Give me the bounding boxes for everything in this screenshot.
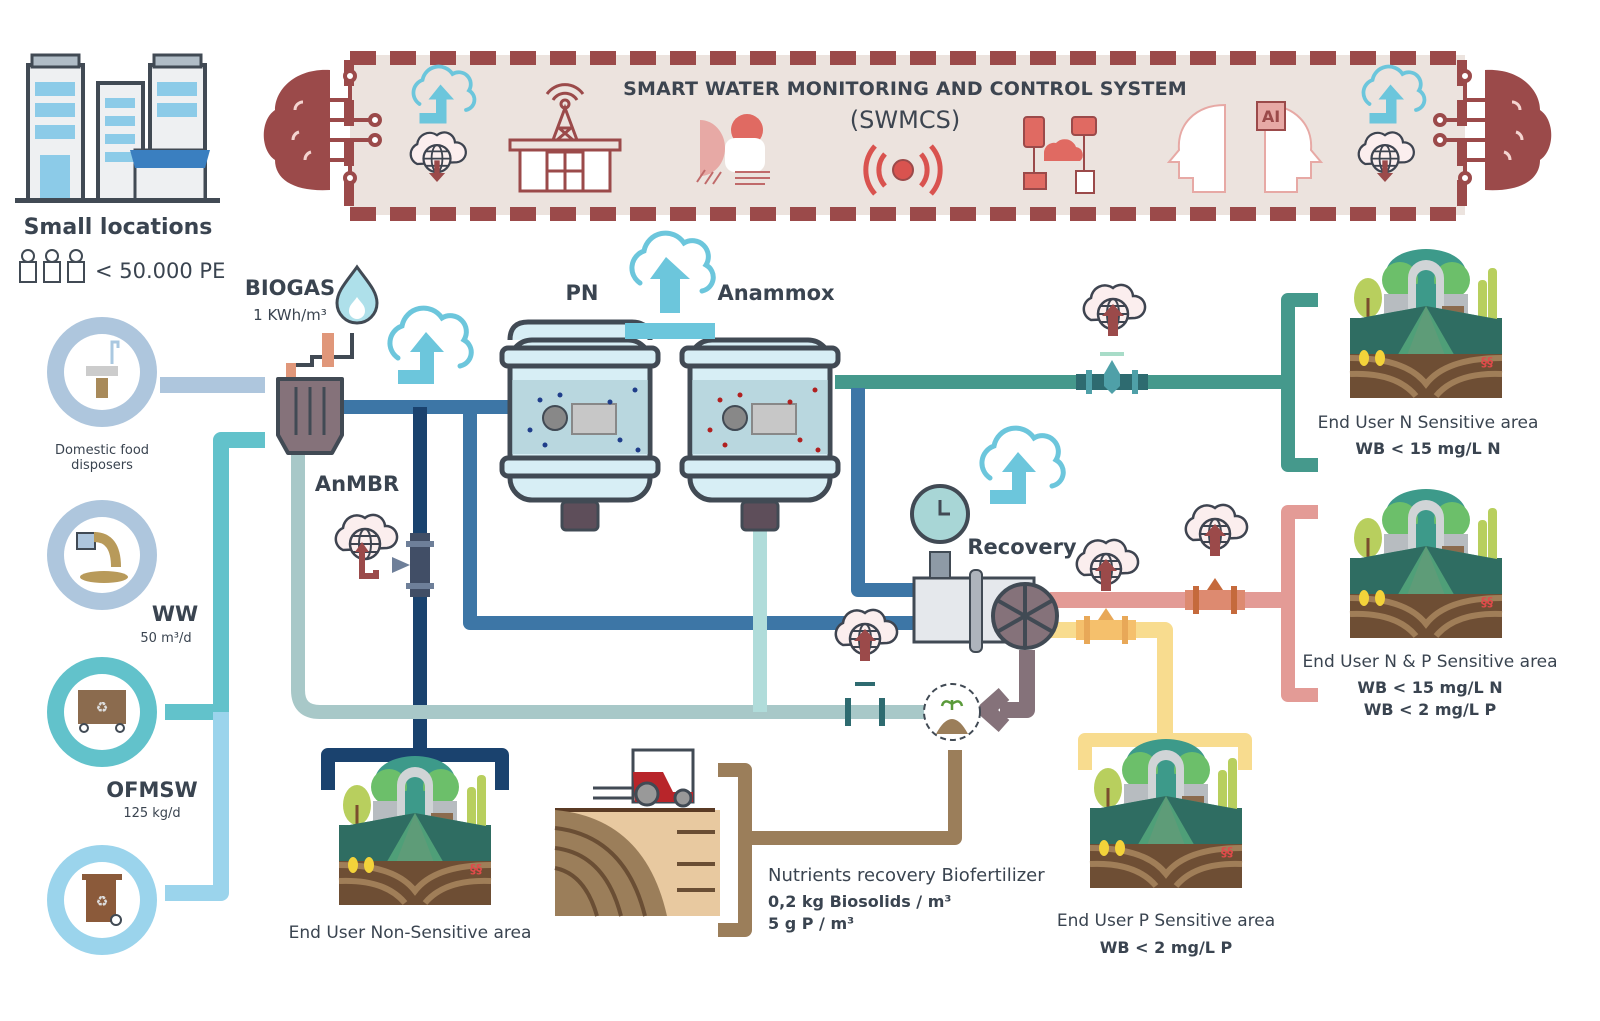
iot-sensor-icon[interactable]: [1084, 285, 1145, 336]
reactor-pn[interactable]: [499, 319, 661, 532]
end-user-np-name: End User N & P Sensitive area: [1302, 652, 1557, 672]
input-ofmsw-value: 125 kg/d: [123, 806, 180, 821]
source-population: < 50.000 PE: [95, 259, 225, 283]
end-user-n-limit-1: WB < 15 mg/L N: [1355, 439, 1500, 458]
recovery-unit[interactable]: [910, 484, 1059, 653]
buildings-icon: [15, 53, 220, 203]
valve-p[interactable]: [1076, 608, 1136, 644]
iot-sensor-icon[interactable]: [1186, 505, 1247, 556]
valve-np[interactable]: [1185, 578, 1245, 614]
brain-icon-right: [1433, 69, 1552, 191]
anmbr-label: AnMBR: [315, 472, 399, 496]
reactor-anammox[interactable]: [679, 337, 841, 532]
end-user-n-name: End User N Sensitive area: [1318, 413, 1539, 433]
end-user-n-landscape[interactable]: [1350, 249, 1502, 398]
end-user-np-landscape[interactable]: [1350, 489, 1502, 638]
recovery-label: Recovery: [967, 535, 1077, 559]
anammox-label: Anammox: [717, 281, 835, 305]
biogas-label: BIOGAS: [245, 276, 335, 300]
svg-text:♻: ♻: [96, 700, 109, 716]
biogas-flame-icon: [335, 264, 379, 325]
end-user-p-name: End User P Sensitive area: [1057, 911, 1275, 931]
input-ofmsw[interactable]: ♻: [47, 657, 157, 767]
valve-reuse[interactable]: [845, 682, 885, 726]
biogas-value: 1 KWh/m³: [253, 306, 327, 324]
input-domestic-label2: disposers: [71, 458, 133, 473]
input-ww-value: 50 m³/d: [140, 631, 191, 646]
pipe-ofmsw: [165, 432, 265, 720]
biofertilizer-line-2: 5 g P / m³: [768, 914, 854, 933]
end-user-p-landscape[interactable]: [1090, 739, 1242, 888]
brain-icon-left: [263, 69, 382, 191]
pn-label: PN: [566, 281, 599, 305]
input-organic-bin[interactable]: ♻: [47, 845, 157, 955]
people-icon: [19, 249, 85, 283]
input-ww[interactable]: [47, 500, 157, 610]
iot-sensor-icon[interactable]: [334, 513, 399, 579]
end-user-np-limit-2: WB < 2 mg/L P: [1364, 700, 1497, 719]
biofertilizer-line-1: 0,2 kg Biosolids / m³: [768, 892, 951, 911]
cloud-network-icon: [1023, 116, 1097, 194]
valve-n[interactable]: [1076, 352, 1148, 394]
tractor-field-icon: [554, 748, 720, 917]
pipe-yellow: [1050, 622, 1173, 740]
ai-heads-icon: AI: [1166, 101, 1324, 193]
pipe-pale: [291, 455, 925, 719]
anmbr-valve[interactable]: [392, 533, 434, 597]
biofertilizer-sprout-icon: [923, 683, 981, 741]
cloud-upload-icon: [390, 308, 471, 384]
anaerobic-digester[interactable]: [276, 333, 354, 455]
input-ww-label: WW: [152, 602, 198, 626]
biofertilizer-title: Nutrients recovery Biofertilizer: [768, 865, 1045, 886]
alarm-signal-icon: [863, 144, 943, 196]
cloud-upload-icon: [982, 428, 1063, 504]
cloud-download-icon: [409, 131, 467, 182]
cloud-download-icon-right: [1357, 131, 1415, 182]
end-user-np-limit-1: WB < 15 mg/L N: [1357, 678, 1502, 697]
input-ofmsw-label: OFMSW: [106, 778, 197, 802]
input-domestic-label: Domestic food: [55, 443, 149, 458]
end-user-nonsensitive-landscape[interactable]: [339, 756, 491, 905]
station-tower-icon: [508, 83, 622, 193]
cloud-upload-icon: [625, 230, 716, 339]
end-user-nonsensitive-name: End User Non-Sensitive area: [289, 923, 532, 943]
system-acronym: (SWMCS): [850, 106, 960, 134]
svg-text:♻: ♻: [96, 894, 109, 910]
weather-icon: [696, 114, 770, 185]
ai-label: AI: [1262, 107, 1280, 126]
source-title: Small locations: [24, 215, 213, 240]
system-title: SMART WATER MONITORING AND CONTROL SYSTE…: [623, 78, 1187, 100]
pipe-brown: [718, 750, 962, 937]
pipe-bin: [165, 712, 229, 901]
iot-sensor-icon[interactable]: [1077, 540, 1138, 591]
input-domestic[interactable]: [47, 317, 157, 427]
end-user-p-limit-1: WB < 2 mg/L P: [1100, 938, 1233, 957]
